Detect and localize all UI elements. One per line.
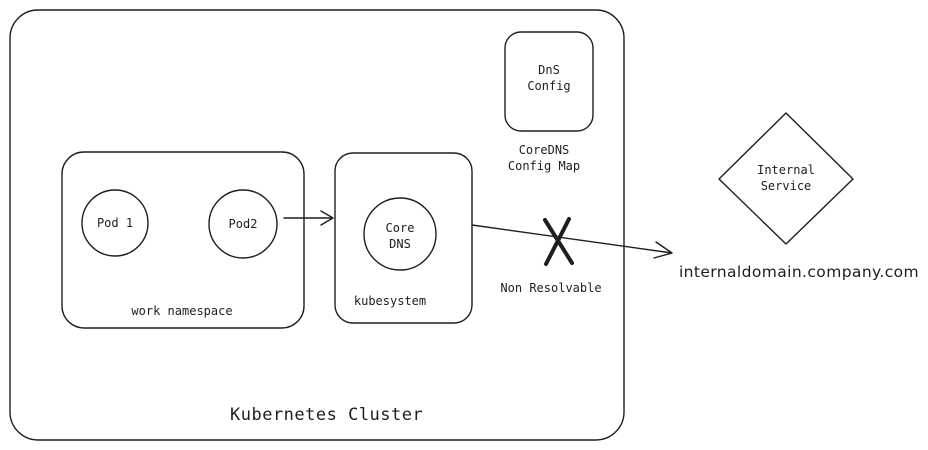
internal-service-label: Internal Service	[757, 163, 815, 194]
configmap-label: CoreDNS Config Map	[507, 143, 581, 174]
non-resolvable-label: Non Resolvable	[500, 281, 602, 295]
blocked-x-icon	[543, 217, 574, 266]
pod1-node	[81, 189, 149, 257]
dns-config-box	[504, 31, 594, 132]
pod1-label: Pod 1	[96, 216, 134, 230]
kubernetes-cluster-box	[9, 9, 625, 441]
work-namespace-box	[61, 151, 305, 329]
work-namespace-label: work namespace	[131, 304, 233, 318]
internal-service-node	[718, 112, 854, 245]
kubesystem-box	[334, 152, 473, 324]
coredns-node	[363, 197, 437, 271]
cluster-label: Kubernetes Cluster	[230, 405, 424, 425]
dns-config-label: DnS Config	[527, 63, 571, 94]
arrow-coredns-to-domain	[471, 224, 673, 259]
internal-domain-label: internaldomain.company.com	[678, 263, 920, 281]
arrow-pod2-to-coredns	[283, 210, 334, 226]
pod2-label: Pod2	[228, 217, 258, 231]
kubesystem-label: kubesystem	[353, 294, 427, 308]
pod2-node	[208, 189, 278, 259]
coredns-label: Core DNS	[385, 221, 415, 252]
